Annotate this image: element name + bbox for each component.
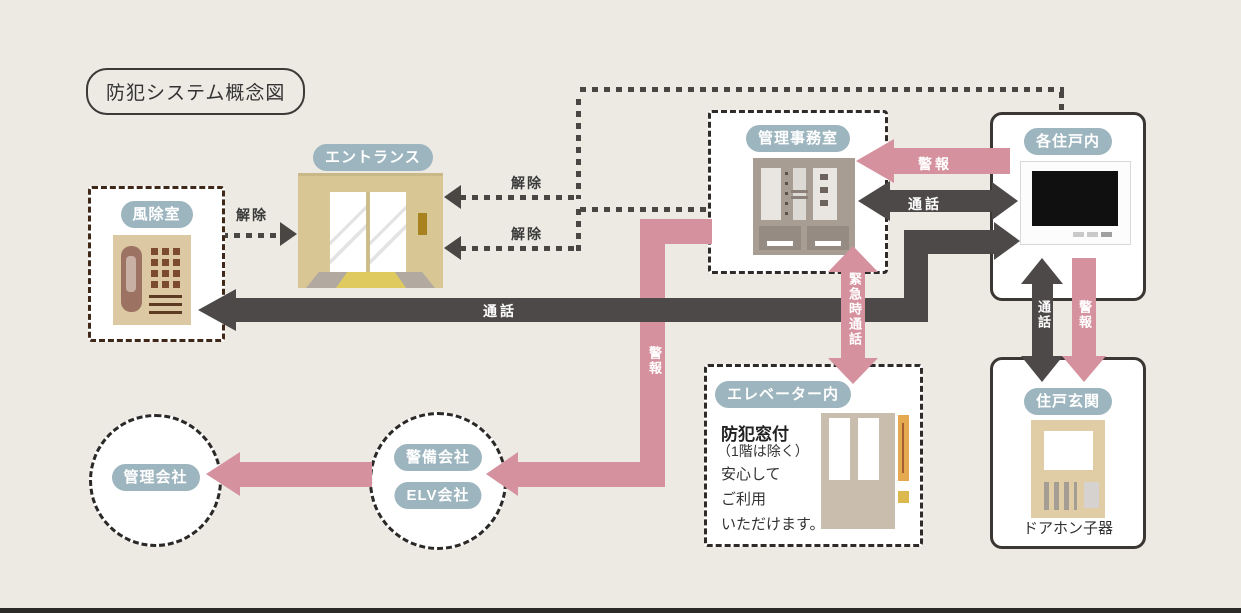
diagram-title: 防犯システム概念図 xyxy=(86,68,306,115)
unlock-line-office-a xyxy=(460,246,578,251)
call-unit-door-arrowhead-up xyxy=(1021,258,1063,284)
unlock-arrowhead-top xyxy=(444,185,461,209)
call-long-arrowhead-left xyxy=(198,289,236,331)
monitor-screen xyxy=(1032,171,1118,226)
elevator-panel-icon xyxy=(898,415,909,481)
intercom-monitor-illustration xyxy=(1020,161,1131,245)
management-label: 管理会社 xyxy=(111,464,200,491)
elevator-note: （1階は除く） xyxy=(717,443,809,459)
alarm-mgmt-arrowhead xyxy=(206,452,240,496)
elevator-door-illustration xyxy=(821,413,895,529)
security-circle: 警備会社 ELV会社 xyxy=(369,412,507,550)
unlock-arrowhead-office xyxy=(444,236,461,260)
doorphone-button-icon xyxy=(1084,482,1099,508)
door-panel-icon xyxy=(418,213,427,235)
doorphone-caption: ドアホン子器 xyxy=(1022,520,1113,537)
alarm-office-bar-v xyxy=(640,219,665,487)
unlock-line-top-a xyxy=(460,195,578,200)
elv-company-label: ELV会社 xyxy=(394,482,482,509)
alarm-unit-office-label: 警報 xyxy=(918,156,952,172)
elevator-window-right xyxy=(858,418,879,480)
call-office-unit-bar xyxy=(888,190,994,212)
unlock-line-office-b xyxy=(576,209,581,251)
elevator-button-icon xyxy=(898,491,909,503)
emergency-arrowhead-up xyxy=(828,246,878,272)
security-label: 警備会社 xyxy=(393,444,483,471)
call-long-bar-h xyxy=(232,298,928,322)
office-label: 管理事務室 xyxy=(745,125,851,152)
call-office-unit-arrowhead-left xyxy=(858,181,890,221)
elevator-label: エレベーター内 xyxy=(715,381,852,408)
management-circle: 管理会社 xyxy=(89,414,222,547)
windbreak-box: 風除室 xyxy=(88,186,225,342)
unlock-label-top: 解除 xyxy=(511,175,543,191)
alarm-security-arrowhead xyxy=(486,452,518,496)
alarm-unit-office-arrowhead xyxy=(856,139,894,183)
call-unit-door-label: 通話 xyxy=(1036,300,1051,330)
elevator-line-2: ご利用 xyxy=(721,491,767,508)
unlock-line-top-d xyxy=(1059,92,1064,112)
panel-dots xyxy=(785,172,788,175)
entrance-label: エントランス xyxy=(313,144,433,171)
unlock-label-office: 解除 xyxy=(511,226,543,242)
door-label: 住戸玄関 xyxy=(1023,388,1113,415)
elevator-box: エレベーター内 防犯窓付 （1階は除く） 安心して ご利用 いただけます。 xyxy=(704,364,923,547)
unlock-line-top-b xyxy=(576,99,581,199)
glass-doors-icon xyxy=(330,192,406,273)
alarm-unit-door-arrowhead xyxy=(1062,356,1106,382)
emergency-label: 緊急時通話 xyxy=(847,272,862,347)
call-long-arrowhead-right xyxy=(994,222,1020,260)
emergency-arrowhead-down xyxy=(828,358,878,384)
speaker-grille-icon xyxy=(149,295,182,314)
alarm-unit-office-bar xyxy=(892,148,1010,174)
alarm-security-bar xyxy=(514,462,665,487)
doorphone-speaker-icon xyxy=(1044,482,1077,510)
elevator-line-1: 安心して xyxy=(721,466,781,483)
unlock-label-windbreak: 解除 xyxy=(236,207,268,223)
elevator-window-left xyxy=(829,418,850,480)
handset-icon xyxy=(121,246,142,312)
control-panel-illustration xyxy=(753,158,855,255)
unlock-line-office-c xyxy=(580,207,708,212)
windbreak-label: 風除室 xyxy=(120,201,193,228)
panel-middle xyxy=(791,168,808,220)
floor-mat xyxy=(336,272,406,288)
call-office-unit-label: 通話 xyxy=(908,196,942,212)
unit-box: 各住戸内 xyxy=(990,112,1146,301)
unlock-line-top-c xyxy=(580,87,1064,92)
door-pane-left xyxy=(330,192,366,273)
monitor-buttons xyxy=(1073,232,1084,237)
entrance-floor xyxy=(306,272,435,288)
panel-left xyxy=(761,168,781,220)
office-box: 管理事務室 xyxy=(708,110,888,274)
doorphone-illustration xyxy=(1031,420,1105,518)
emergency-bar xyxy=(841,268,865,362)
keypad-icon xyxy=(151,248,158,255)
drawer-left xyxy=(759,226,801,250)
door-pane-right xyxy=(370,192,406,273)
call-unit-door-arrowhead-down xyxy=(1021,356,1063,382)
panel-squares xyxy=(820,174,828,180)
call-unit-door-bar xyxy=(1032,280,1053,360)
doorphone-window xyxy=(1044,431,1093,470)
call-long-label: 通話 xyxy=(483,303,517,319)
call-office-unit-arrowhead-right xyxy=(992,182,1018,220)
alarm-unit-door-label: 警報 xyxy=(1077,300,1092,330)
unlock-line-windbreak xyxy=(222,233,280,238)
door-box: 住戸玄関 ドアホン子器 xyxy=(990,357,1146,549)
bottom-edge xyxy=(0,608,1241,613)
alarm-office-security-label: 警報 xyxy=(647,346,662,376)
elevator-heading: 防犯窓付 xyxy=(721,425,789,444)
unlock-arrowhead-windbreak xyxy=(280,222,297,246)
alarm-unit-door-bar xyxy=(1072,258,1096,360)
entrance-illustration xyxy=(298,173,443,288)
alarm-mgmt-bar xyxy=(238,462,372,487)
unit-label: 各住戸内 xyxy=(1023,128,1113,155)
elevator-line-3: いただけます。 xyxy=(721,516,825,533)
call-long-bar-top xyxy=(904,230,996,254)
intercom-illustration xyxy=(113,235,191,325)
